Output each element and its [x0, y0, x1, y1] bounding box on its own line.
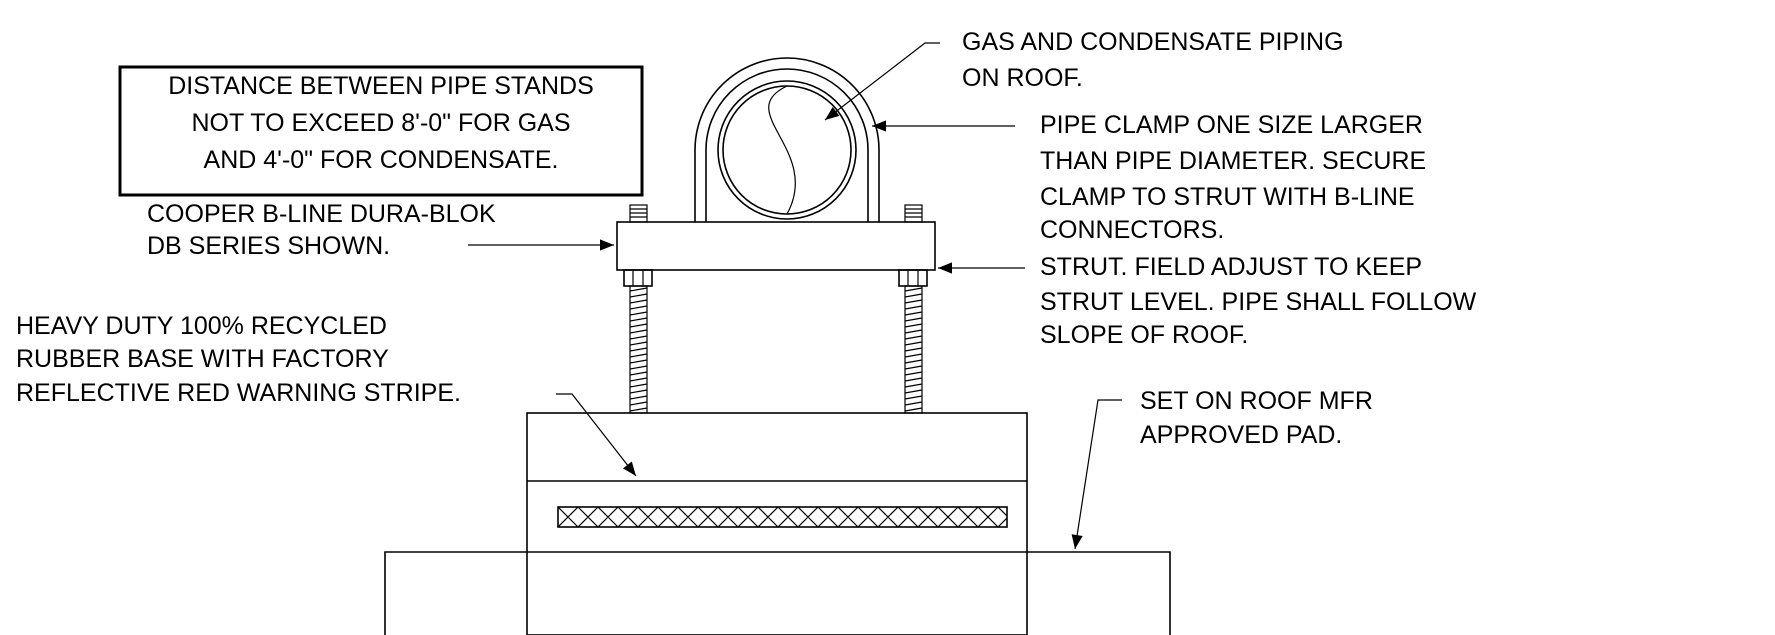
- threaded-rod-right: [898, 204, 928, 414]
- pipe-clamp: [694, 57, 880, 222]
- clamp-note-line-3: CLAMP TO STRUT WITH B-LINE: [1040, 183, 1415, 211]
- distance-note: DISTANCE BETWEEN PIPE STANDS NOT TO EXCE…: [118, 65, 644, 197]
- base-note: HEAVY DUTY 100% RECYCLED RUBBER BASE WIT…: [16, 312, 461, 407]
- clamp-note-line-1: PIPE CLAMP ONE SIZE LARGER: [1040, 111, 1423, 139]
- roof-pad: [384, 551, 1171, 635]
- distance-note-line-1: DISTANCE BETWEEN PIPE STANDS: [168, 72, 594, 100]
- base-note-line-1: HEAVY DUTY 100% RECYCLED: [16, 312, 387, 340]
- pipe: [717, 80, 857, 220]
- base-note-line-3: REFLECTIVE RED WARNING STRIPE.: [16, 379, 461, 407]
- strut: [616, 221, 936, 271]
- pad-note: SET ON ROOF MFR APPROVED PAD.: [1140, 387, 1373, 449]
- leader-pad: [1071, 399, 1122, 550]
- leader-piping: [824, 42, 940, 121]
- strut-note-line-3: SLOPE OF ROOF.: [1040, 321, 1248, 349]
- strut-note: STRUT. FIELD ADJUST TO KEEP STRUT LEVEL.…: [1040, 253, 1477, 349]
- piping-note-line-1: GAS AND CONDENSATE PIPING: [962, 28, 1344, 56]
- strut-note-line-2: STRUT LEVEL. PIPE SHALL FOLLOW: [1040, 288, 1477, 316]
- dura-blok-note-line-2: DB SERIES SHOWN.: [147, 232, 390, 260]
- dura-blok-note-line-1: COOPER B-LINE DURA-BLOK: [147, 200, 496, 228]
- base-note-line-2: RUBBER BASE WITH FACTORY: [16, 345, 389, 373]
- piping-note: GAS AND CONDENSATE PIPING ON ROOF.: [962, 28, 1344, 92]
- pad-note-line-2: APPROVED PAD.: [1140, 421, 1342, 449]
- warning-stripe: [557, 506, 1008, 528]
- rubber-base: [526, 412, 1028, 635]
- clamp-note: PIPE CLAMP ONE SIZE LARGER THAN PIPE DIA…: [1040, 111, 1426, 244]
- distance-note-box: [118, 65, 644, 197]
- clamp-note-line-2: THAN PIPE DIAMETER. SECURE: [1040, 147, 1426, 175]
- pad-note-line-1: SET ON ROOF MFR: [1140, 387, 1373, 415]
- clamp-note-line-4: CONNECTORS.: [1040, 216, 1224, 244]
- dura-blok-note: COOPER B-LINE DURA-BLOK DB SERIES SHOWN.: [147, 200, 496, 260]
- leader-base: [556, 393, 637, 477]
- distance-note-line-2: NOT TO EXCEED 8'-0" FOR GAS: [191, 109, 570, 137]
- piping-note-line-2: ON ROOF.: [962, 64, 1083, 92]
- distance-note-line-3: AND 4'-0" FOR CONDENSATE.: [204, 146, 559, 174]
- strut-note-line-1: STRUT. FIELD ADJUST TO KEEP: [1040, 253, 1422, 281]
- threaded-rod-left: [623, 204, 653, 414]
